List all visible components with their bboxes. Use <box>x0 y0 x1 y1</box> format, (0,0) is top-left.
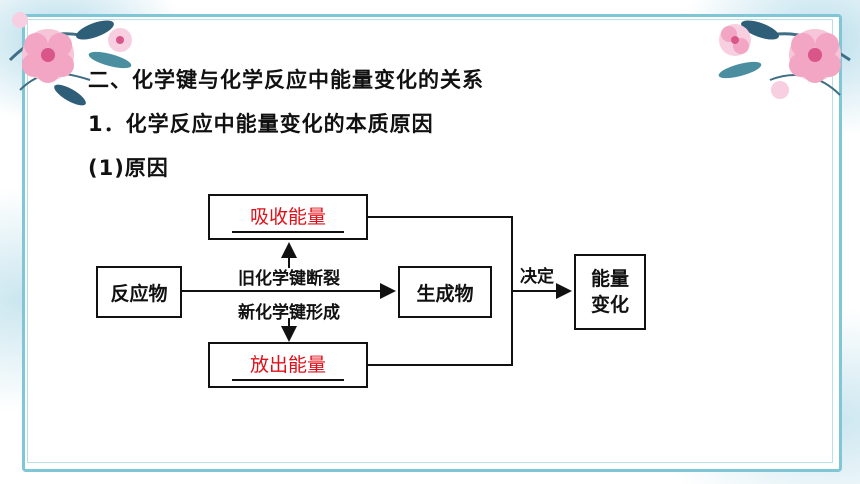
energy-change-line2: 变化 <box>590 294 629 316</box>
slide-frame-inner <box>27 19 833 463</box>
flower-decoration-right-icon <box>718 20 851 99</box>
energy-diagram: 反应物 生成物 吸收能量 放出能量 旧化学键断裂 新化学键形成 决定 能量 变化 <box>88 190 662 392</box>
slide-heading: 二、化学键与化学反应中能量变化的关系 <box>88 68 484 92</box>
reactants-box: 反应物 <box>96 266 182 318</box>
absorb-energy-answer: 吸收能量 <box>231 202 344 233</box>
release-energy-answer: 放出能量 <box>231 350 344 381</box>
determines-label: 决定 <box>520 267 554 287</box>
flower-decoration-left-icon <box>8 12 132 106</box>
diagram-connectors <box>182 216 572 366</box>
energy-change-line1: 能量 <box>590 268 629 290</box>
energy-change-box: 能量 变化 <box>574 254 646 330</box>
section-label: (1)原因 <box>88 156 169 180</box>
release-energy-box: 放出能量 <box>208 342 368 388</box>
absorb-energy-box: 吸收能量 <box>208 194 368 240</box>
products-box: 生成物 <box>398 266 492 318</box>
reactants-label: 反应物 <box>110 282 168 305</box>
products-label: 生成物 <box>416 282 474 305</box>
bond-breaking-label: 旧化学键断裂 <box>238 269 340 289</box>
bond-forming-label: 新化学键形成 <box>238 303 340 323</box>
slide-subheading: 1．化学反应中能量变化的本质原因 <box>88 112 434 136</box>
